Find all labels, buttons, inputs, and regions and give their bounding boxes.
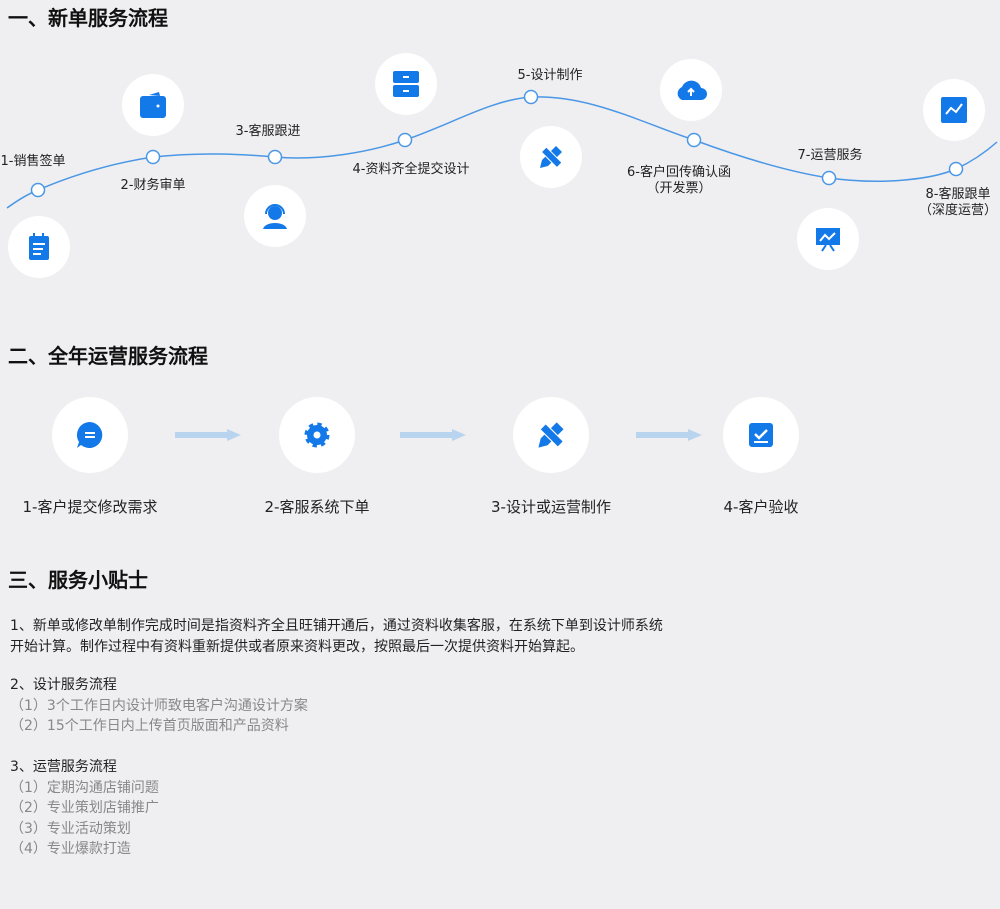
tip-3-item: （1）定期沟通店铺问题 [10, 779, 159, 796]
tip-2: 2、设计服务流程 （1）3个工作日内设计师致电客户沟通设计方案 （2）15个工作… [10, 675, 308, 737]
tip-2-title: 2、设计服务流程 [10, 677, 117, 693]
tip-1-line1: 1、新单或修改单制作完成时间是指资料齐全且旺铺开通后，通过资料收集客服，在系统下… [10, 618, 663, 634]
tip-3-item: （2）专业策划店铺推广 [10, 800, 159, 816]
step2-label: 2-财务审单 [120, 178, 186, 193]
node-6 [686, 132, 702, 148]
step8-label: 8-客服跟单（深度运营） [919, 187, 997, 219]
step4-label: 4-资料齐全提交设计 [352, 162, 470, 177]
arrow-right-icon [400, 429, 466, 441]
section3-title: 三、服务小贴士 [8, 568, 148, 592]
presentation-chart-icon [816, 228, 840, 252]
section2-title: 二、全年运营服务流程 [8, 344, 208, 368]
step8-label-line1: 8-客服跟单 [925, 187, 991, 202]
checkbox-icon [749, 423, 773, 447]
node-7 [821, 170, 837, 186]
gear-icon [304, 422, 330, 448]
step1-label: 1-销售签单 [0, 154, 66, 169]
step6-label: 6-客户回传确认函（开发票） [627, 165, 731, 197]
step5-icon-circle [520, 126, 582, 188]
tip-3-item: （4）专业爆款打造 [10, 841, 131, 857]
pencil-ruler-icon [538, 422, 565, 448]
s2-step3-icon-circle [513, 397, 589, 473]
step2-icon-circle [122, 74, 184, 136]
step1-icon-circle [8, 216, 70, 278]
node-8 [948, 161, 964, 177]
tip-1-line2: 开始计算。制作过程中有资料重新提供或者原来资料更改，按照最后一次提供资料开始算起… [10, 638, 584, 655]
wallet-icon [140, 92, 166, 118]
node-5 [523, 89, 539, 105]
step3-icon-circle [244, 185, 306, 247]
arrow-right-icon [636, 429, 702, 441]
pencil-ruler-icon [540, 146, 563, 169]
step6-label-line1: 6-客户回传确认函 [627, 165, 731, 180]
s2-step4-icon-circle [723, 397, 799, 473]
step8-label-line2: （深度运营） [918, 203, 998, 218]
step7-icon-circle [797, 208, 859, 270]
tip-1: 1、新单或修改单制作完成时间是指资料齐全且旺铺开通后，通过资料收集客服，在系统下… [10, 616, 663, 657]
cloud-upload-icon [677, 80, 707, 100]
step6-label-line2: （开发票） [646, 181, 712, 196]
node-2 [145, 149, 161, 165]
step8-icon-circle [923, 79, 985, 141]
tip-3-item: （3）专业活动策划 [10, 820, 131, 837]
headset-user-icon [263, 204, 287, 229]
step6-icon-circle [660, 59, 722, 121]
s2-step1-icon-circle [52, 397, 128, 473]
node-3 [267, 149, 283, 165]
s2-step3-label: 3-设计或运营制作 [491, 498, 611, 516]
s2-step4-label: 4-客户验收 [723, 498, 799, 516]
chat-bubble-icon [76, 421, 103, 448]
notepad-icon [29, 233, 49, 260]
step3-label: 3-客服跟进 [235, 124, 301, 139]
node-1 [30, 182, 46, 198]
step4-icon-circle [375, 53, 437, 115]
s2-step2-label: 2-客服系统下单 [264, 498, 370, 516]
tip-3-title: 3、运营服务流程 [10, 759, 117, 775]
s2-step1-label: 1-客户提交修改需求 [22, 498, 158, 516]
s2-step2-icon-circle [279, 397, 355, 473]
tip-3: 3、运营服务流程 （1）定期沟通店铺问题 （2）专业策划店铺推广 （3）专业活动… [10, 757, 159, 860]
node-4 [397, 132, 413, 148]
arrow-right-icon [175, 429, 241, 441]
tip-2-item: （1）3个工作日内设计师致电客户沟通设计方案 [10, 697, 308, 714]
flow-curve [6, 89, 998, 209]
step7-label: 7-运营服务 [797, 148, 863, 163]
tip-2-item: （2）15个工作日内上传首页版面和产品资料 [10, 718, 289, 734]
line-chart-icon [941, 97, 967, 123]
drawer-icon [393, 71, 419, 97]
section1-title: 一、新单服务流程 [8, 6, 168, 30]
step5-label: 5-设计制作 [517, 68, 583, 83]
